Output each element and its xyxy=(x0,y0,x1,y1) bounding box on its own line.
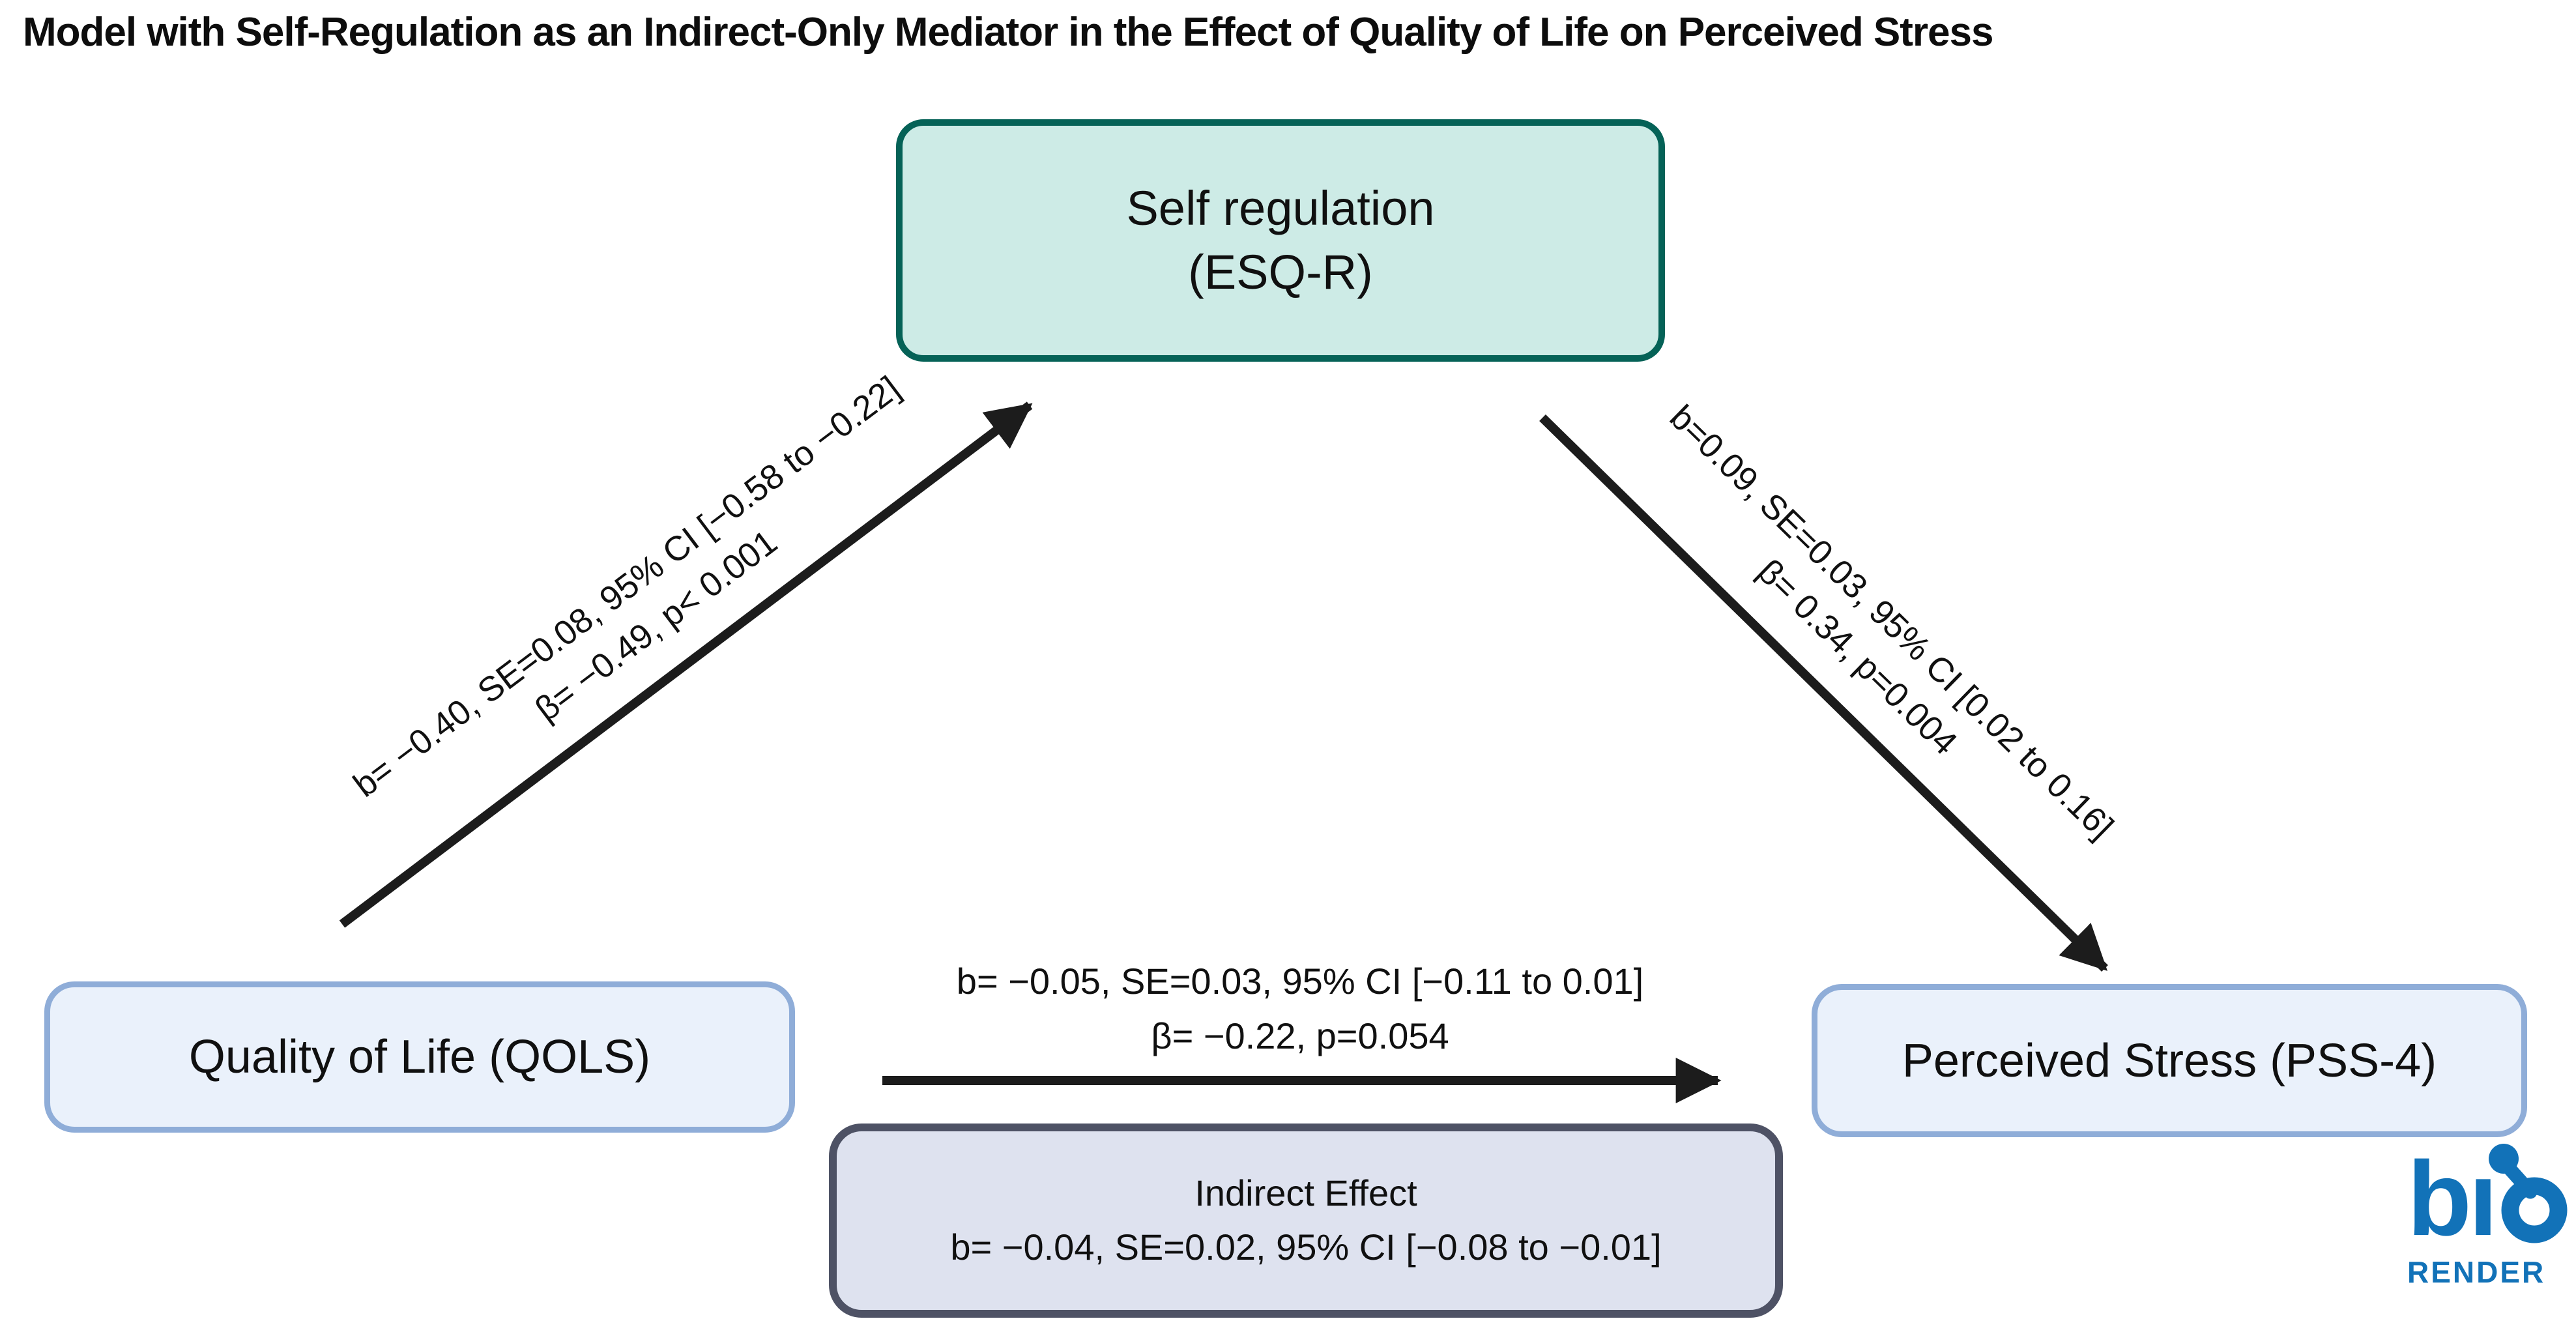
logo-letter-o-ring-icon xyxy=(2501,1177,2568,1243)
figure-title: Model with Self-Regulation as an Indirec… xyxy=(23,10,1993,55)
logo-letter-b: b xyxy=(2407,1140,2472,1258)
biorender-logo: b ı RENDER xyxy=(2407,1140,2568,1289)
arrow-qol-to-mediator xyxy=(339,401,1033,928)
mediator-label-line1: Self regulation xyxy=(1126,181,1435,236)
outcome-label: Perceived Stress (PSS-4) xyxy=(1902,1034,2437,1087)
predictor-label: Quality of Life (QOLS) xyxy=(188,1031,651,1083)
indirect-effect-title: Indirect Effect xyxy=(1194,1172,1417,1214)
label-path-qol-to-stress: b= −0.05, SE=0.03, 95% CI [−0.11 to 0.01… xyxy=(957,954,1643,1064)
mediator-label-line2: (ESQ-R) xyxy=(1188,245,1373,299)
indirect-effect-stats: b= −0.04, SE=0.02, 95% CI [−0.08 to −0.0… xyxy=(950,1226,1662,1268)
path-c-stats-line1: b= −0.05, SE=0.03, 95% CI [−0.11 to 0.01… xyxy=(956,961,1644,1002)
path-c-stats-line2: β= −0.22, p=0.054 xyxy=(1151,1015,1449,1056)
node-perceived-stress: Perceived Stress (PSS-4) xyxy=(1812,984,2527,1137)
node-self-regulation: Self regulation (ESQ-R) xyxy=(896,119,1665,362)
indirect-effect-box: Indirect Effect b= −0.04, SE=0.02, 95% C… xyxy=(829,1124,1783,1318)
node-quality-of-life: Quality of Life (QOLS) xyxy=(44,981,795,1133)
arrow-mediator-to-stress xyxy=(1539,414,2108,972)
logo-wordmark-render: RENDER xyxy=(2407,1255,2545,1289)
